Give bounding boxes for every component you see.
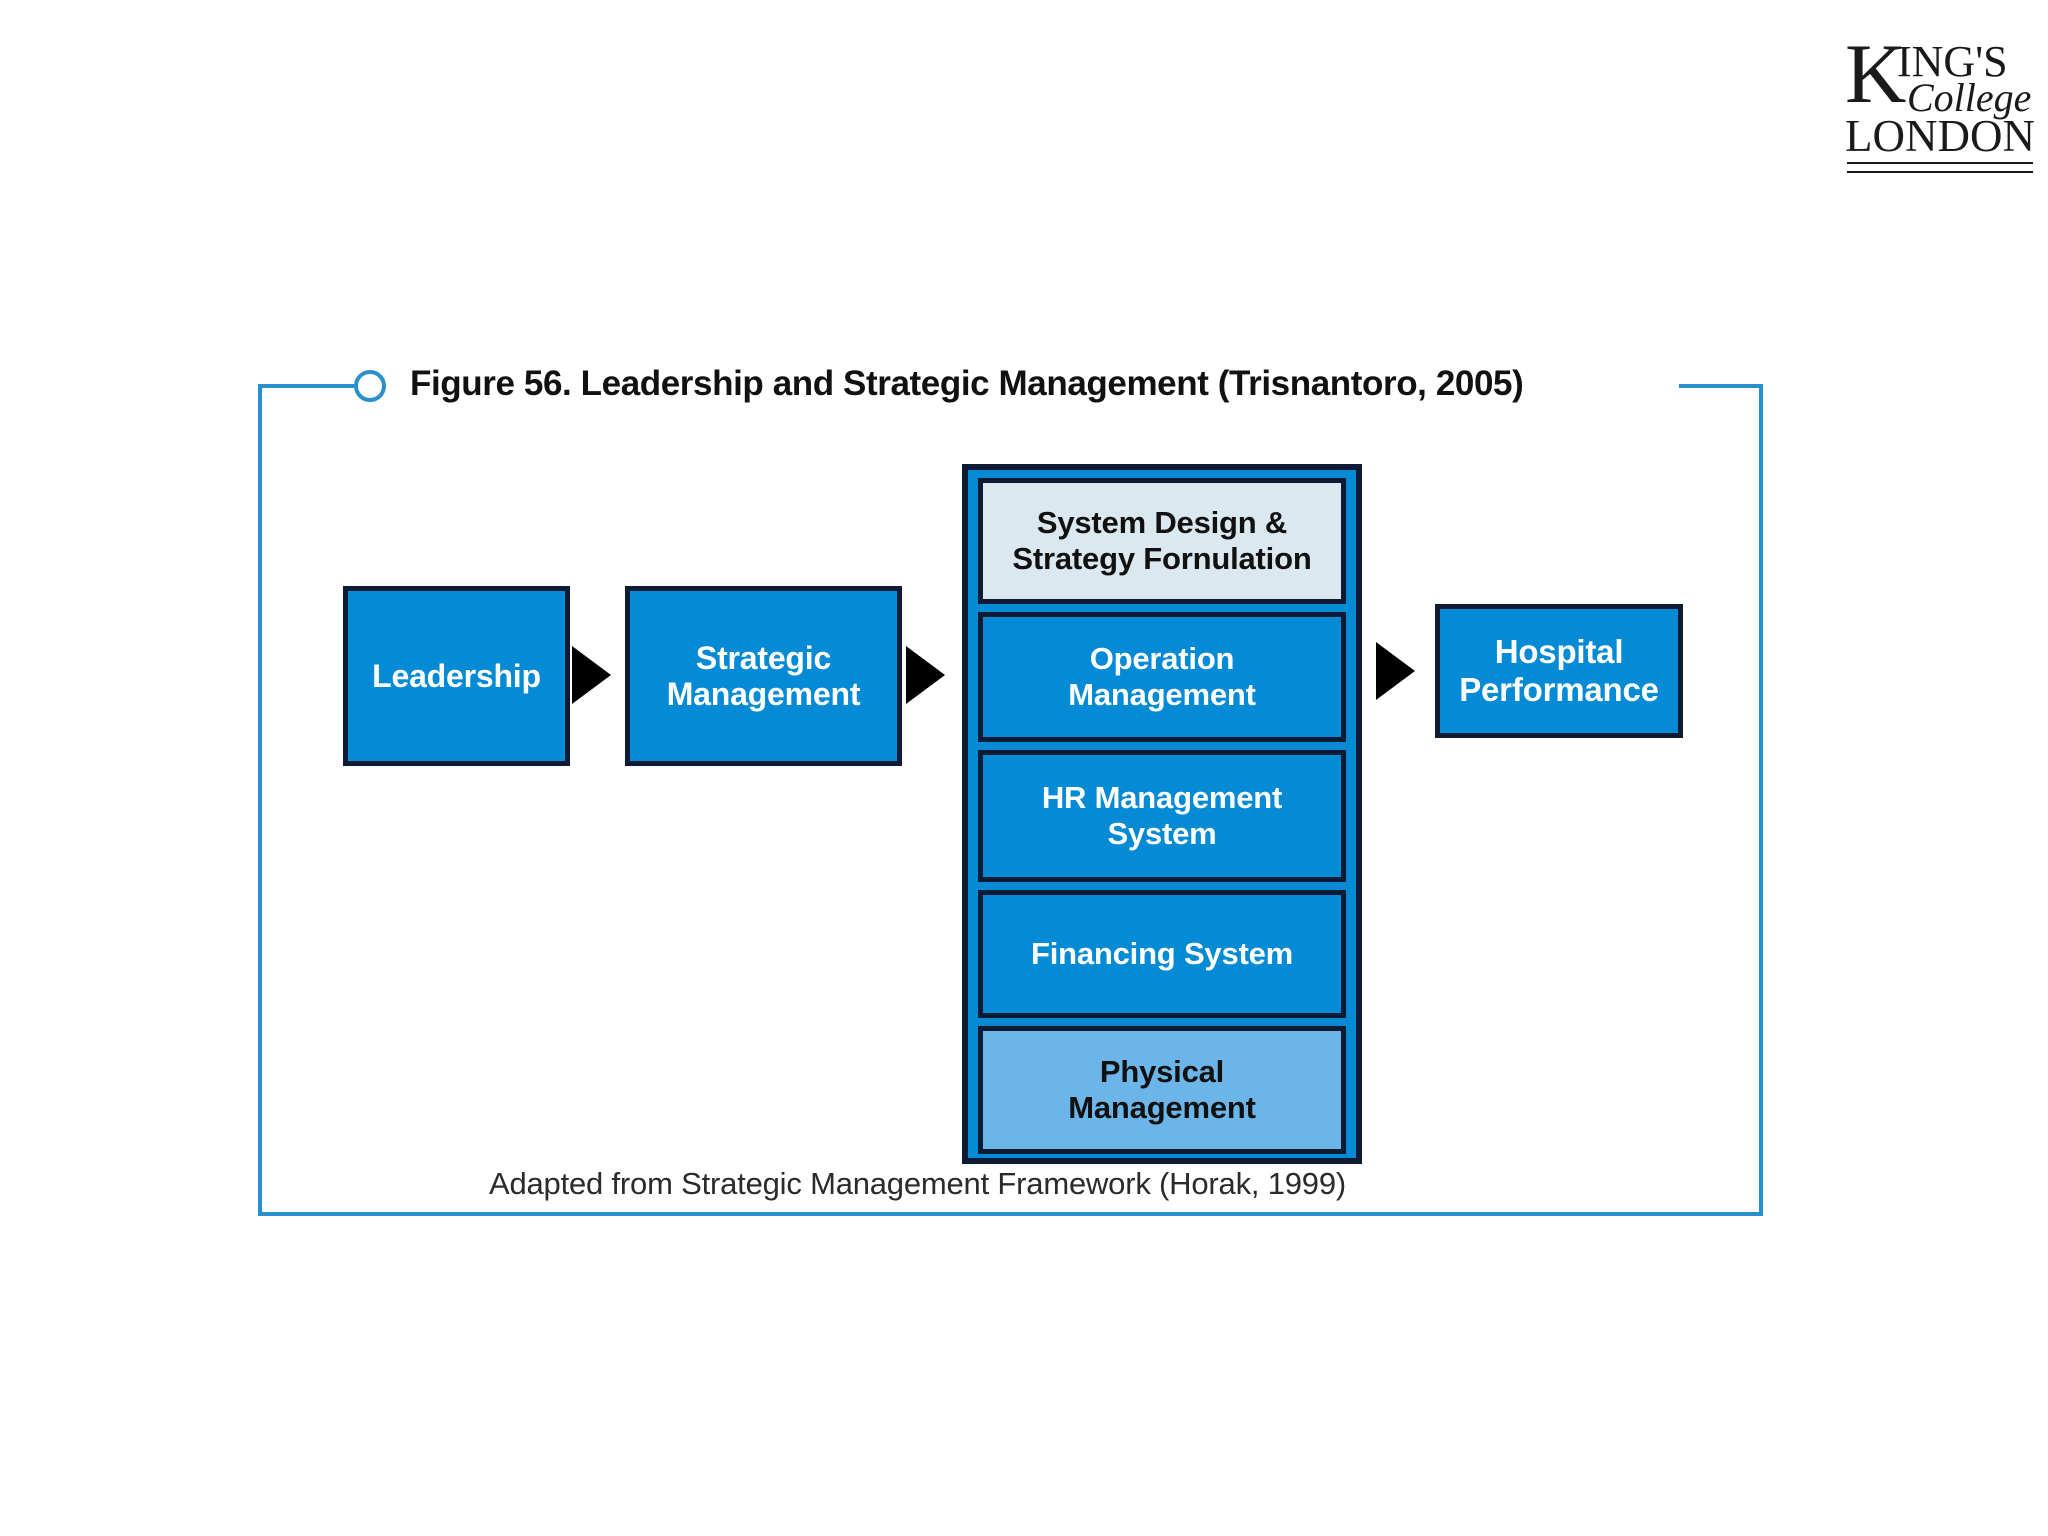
management-subsystem-stack: System Design & Strategy Fornulation Ope… xyxy=(962,464,1362,1164)
stack-item-hr-management-system-label: HR Management System xyxy=(1041,780,1283,851)
stack-item-system-design-label: System Design & Strategy Fornulation xyxy=(1012,505,1312,576)
stack-item-financing-system-label: Financing System xyxy=(1030,936,1294,972)
box-hospital-performance-label: Hospital Performance xyxy=(1459,633,1659,708)
box-hospital-performance: Hospital Performance xyxy=(1435,604,1683,738)
frame-bottom-edge xyxy=(258,1212,1763,1216)
kcl-logo-college: College xyxy=(1907,75,2032,120)
frame-left-edge xyxy=(258,384,262,1216)
frame-right-edge xyxy=(1759,384,1763,1216)
arrow-right-icon-2 xyxy=(906,646,945,704)
box-strategic-management-label: Strategic Management xyxy=(666,639,861,712)
circle-marker-icon xyxy=(354,370,386,402)
box-strategic-management: Strategic Management xyxy=(625,586,902,766)
stack-item-operation-management: Operation Management xyxy=(978,612,1346,742)
figure-frame xyxy=(258,370,1763,1216)
kcl-logo-k: K xyxy=(1845,27,1906,121)
stack-item-system-design: System Design & Strategy Fornulation xyxy=(978,478,1346,604)
stack-item-physical-management-label: Physical Management xyxy=(1068,1054,1256,1125)
box-leadership: Leadership xyxy=(343,586,570,766)
stack-item-hr-management-system: HR Management System xyxy=(978,750,1346,882)
arrow-right-icon-3 xyxy=(1376,642,1415,700)
kcl-logo-rules xyxy=(1847,162,2033,173)
frame-top-left-edge xyxy=(258,384,366,388)
kcl-logo-london: LONDON xyxy=(1845,111,2035,161)
frame-top-right-edge xyxy=(1679,384,1763,388)
kcl-logo-ings: ING'S xyxy=(1897,37,2008,86)
figure-title: Figure 56. Leadership and Strategic Mana… xyxy=(410,364,1524,403)
box-leadership-label: Leadership xyxy=(372,657,541,694)
stack-item-physical-management: Physical Management xyxy=(978,1026,1346,1154)
figure-caption: Adapted from Strategic Management Framew… xyxy=(489,1166,1346,1201)
stack-item-financing-system: Financing System xyxy=(978,890,1346,1018)
stack-item-operation-management-label: Operation Management xyxy=(1068,641,1256,712)
arrow-right-icon-1 xyxy=(572,646,611,704)
kcl-logo: K ING'S College LONDON xyxy=(1845,27,2035,173)
